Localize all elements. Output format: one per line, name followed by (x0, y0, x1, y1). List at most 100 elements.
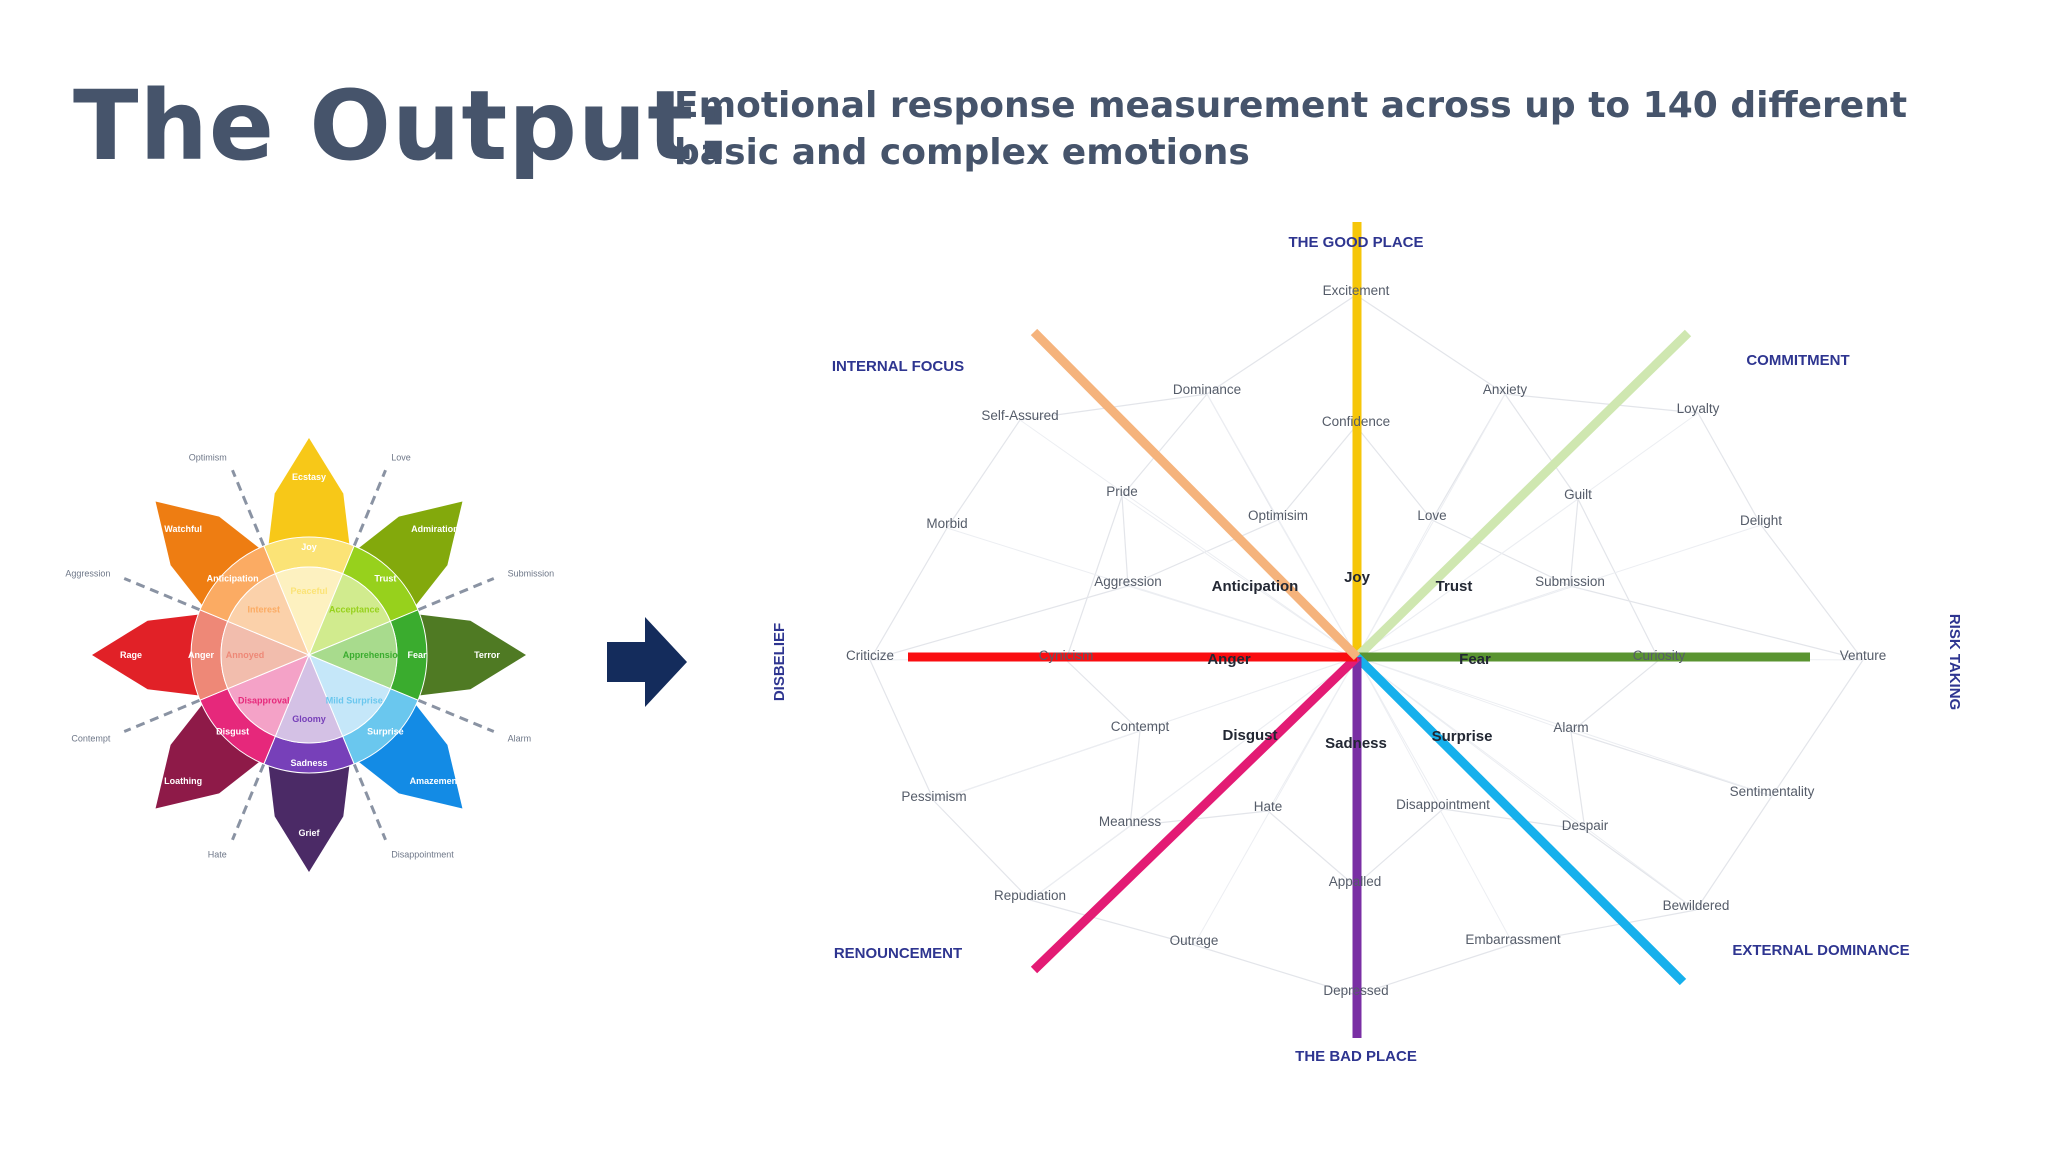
radar-emotion-label: Bewildered (1663, 898, 1730, 913)
radar-spoke (1193, 656, 1358, 946)
wheel-outer-label: Ecstasy (292, 472, 326, 482)
wheel-dyad-line (417, 577, 495, 612)
radar-axis-anticipation (1030, 328, 1361, 661)
radar-emotion-label: Excitement (1323, 283, 1390, 298)
wheel-dyad-line (123, 577, 201, 612)
radar-region-bottom-right: EXTERNAL DOMINANCE (1732, 942, 1909, 959)
radar-emotion-label: Venture (1840, 648, 1887, 663)
wheel-outer-petal (155, 501, 260, 606)
radar-web-line (1431, 519, 1571, 587)
wheel-middle-label: Anticipation (207, 574, 259, 584)
radar-region-right: RISK TAKING (1946, 614, 1963, 710)
radar-axis-label: Surprise (1432, 728, 1493, 745)
radar-axis-label: Disgust (1222, 727, 1277, 744)
wheel-inner-label: Apprehension (343, 650, 404, 660)
wheel-outer-label: Rage (120, 650, 142, 660)
radar-emotion-label: Alarm (1553, 720, 1588, 735)
radar-emotion-label: Aggression (1094, 574, 1162, 589)
wheel-inner-segment (227, 654, 310, 737)
wheel-middle-label: Joy (301, 542, 317, 552)
radar-axis-label: Sadness (1325, 735, 1387, 752)
radar-axis-label: Anticipation (1212, 578, 1299, 595)
radar-web-line (1504, 393, 1699, 414)
radar-spoke (1356, 656, 1697, 911)
radar-emotion-label: Criticize (846, 648, 894, 663)
radar-web-line (1277, 425, 1357, 521)
radar-web-line (1065, 659, 1141, 732)
radar-emotion-label: Self-Assured (981, 408, 1058, 423)
radar-web-line (1569, 585, 1864, 661)
radar-spoke (1277, 519, 1358, 658)
page-subtitle: Emotional response measurement across up… (674, 85, 1908, 173)
wheel-inner-segment (307, 620, 398, 690)
radar-emotion-label: Pessimism (901, 789, 966, 804)
radar-spoke (1356, 519, 1433, 658)
radar-axis-trust (1353, 329, 1692, 661)
radar-web-line (1569, 498, 1579, 587)
right-arrow-icon (607, 617, 687, 707)
page-title: The Output: (73, 70, 734, 182)
radar-region-left: DISBELIEF (771, 623, 788, 701)
radar-emotion-label: Cynicism (1039, 648, 1094, 663)
wheel-inner-segment (274, 566, 344, 657)
wheel-middle-label: Surprise (367, 726, 404, 736)
radar-web-line (1129, 810, 1269, 827)
radar-web-line (1570, 731, 1773, 797)
radar-region-top-left: INTERNAL FOCUS (832, 358, 964, 375)
wheel-middle-label: Disgust (216, 726, 249, 736)
wheel-outer-petal (419, 614, 526, 696)
radar-emotion-label: Morbid (926, 516, 967, 531)
wheel-inner-label: Gloomy (292, 714, 326, 724)
wheel-dyad-label: Aggression (65, 569, 110, 579)
radar-web-line (1355, 425, 1433, 521)
wheel-dyad-line (352, 469, 387, 547)
wheel-inner-label: Disapproval (238, 695, 290, 705)
radar-emotion-label: Appalled (1329, 874, 1382, 889)
radar-emotion-label: Love (1417, 508, 1446, 523)
radar-axis-surprise (1353, 653, 1687, 986)
radar-web-line (1206, 294, 1357, 395)
radar-web-line (1127, 519, 1279, 587)
radar-axis-label: Fear (1459, 651, 1491, 668)
radar-region-bottom-left: RENOUNCEMENT (834, 945, 962, 962)
radar-web-line (869, 527, 948, 661)
wheel-inner-segment (308, 654, 391, 737)
radar-web-line (1029, 899, 1195, 946)
wheel-outer-petal (268, 438, 350, 545)
radar-web-line (1695, 795, 1773, 911)
wheel-outer-label: Watchful (164, 524, 202, 534)
radar-web-line (1771, 659, 1864, 797)
wheel-middle-label: Fear (407, 650, 427, 660)
wheel-middle-label: Trust (374, 574, 396, 584)
wheel-outer-petal (358, 501, 463, 606)
radar-emotion-label: Embarrassment (1465, 932, 1561, 947)
radar-web-line (933, 800, 1031, 901)
radar-web-line (1760, 524, 1864, 661)
wheel-dyad-line (352, 763, 387, 841)
radar-emotion-label: Loyalty (1677, 401, 1720, 416)
radar-emotion-label: Outrage (1170, 933, 1219, 948)
wheel-dyad-label: Hate (208, 850, 227, 860)
radar-web-line (1570, 659, 1660, 733)
radar-web-line (1267, 810, 1356, 887)
radar-emotion-label: Submission (1535, 574, 1605, 589)
radar-web-line (946, 419, 1021, 529)
radar-web-line (1570, 731, 1586, 831)
radar-spoke (1356, 498, 1579, 658)
radar-web-line (869, 659, 935, 802)
wheel-middle-label: Anger (188, 650, 215, 660)
radar-web-line (1355, 943, 1514, 996)
wheel-inner-segment (227, 573, 310, 656)
radar-emotion-label: Disappointment (1396, 797, 1490, 812)
radar-region-bottom: THE BAD PLACE (1295, 1048, 1417, 1065)
radar-spoke (1356, 585, 1571, 658)
wheel-outer-label: Loathing (164, 776, 202, 786)
radar-emotion-label: Hate (1254, 799, 1283, 814)
radar-spoke (1356, 393, 1506, 658)
wheel-outer-label: Terror (474, 650, 500, 660)
radar-web-line (1193, 944, 1357, 996)
radar-web-line (1065, 495, 1123, 661)
radar-spoke (933, 656, 1358, 802)
